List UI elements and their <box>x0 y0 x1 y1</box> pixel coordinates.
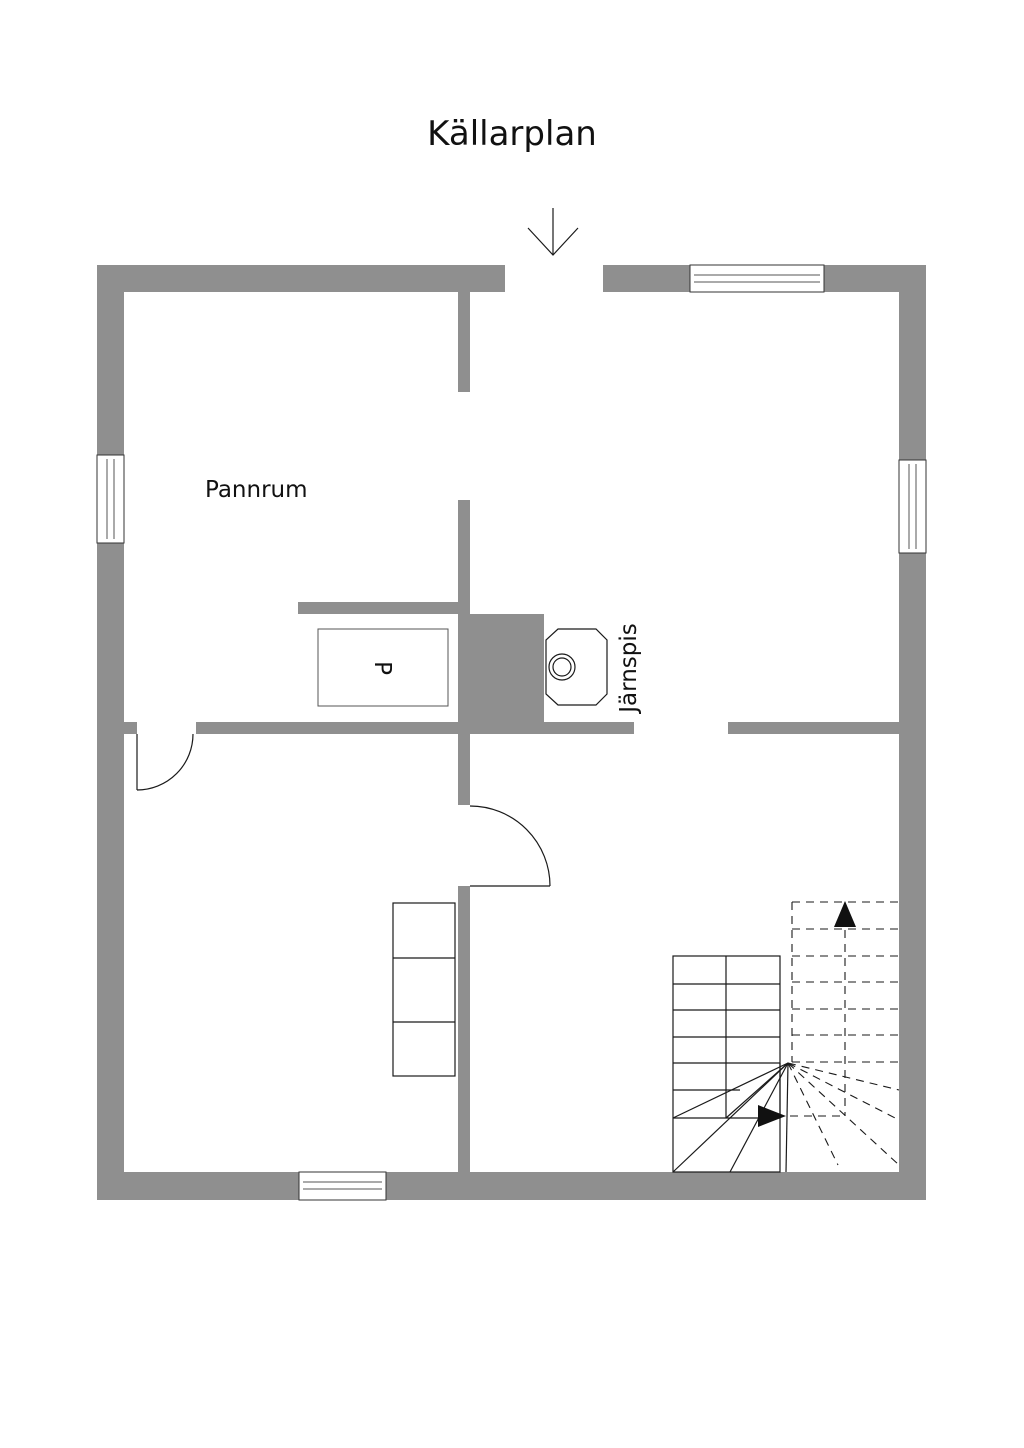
door-left <box>136 733 194 791</box>
room-label-pannrum: Pannrum <box>205 477 308 503</box>
stairs-upper-dashed <box>787 901 900 1166</box>
shelving-unit <box>392 902 456 1077</box>
window-top <box>689 264 825 293</box>
stair-direction-arrow-icon <box>758 1105 786 1127</box>
stairs-lower <box>672 955 789 1173</box>
stove-label: Järnspis <box>616 623 642 714</box>
boiler: P <box>317 628 449 707</box>
iron-stove <box>545 628 608 706</box>
interior-walls <box>124 292 899 1172</box>
plan-title: Källarplan <box>427 114 597 154</box>
door-middle <box>469 805 551 887</box>
window-bottom <box>298 1171 387 1201</box>
boiler-symbol: P <box>369 661 395 675</box>
window-left <box>96 454 125 544</box>
window-right <box>898 459 927 554</box>
entrance-arrow-icon <box>527 208 579 256</box>
stair-up-arrow-icon <box>834 901 856 927</box>
